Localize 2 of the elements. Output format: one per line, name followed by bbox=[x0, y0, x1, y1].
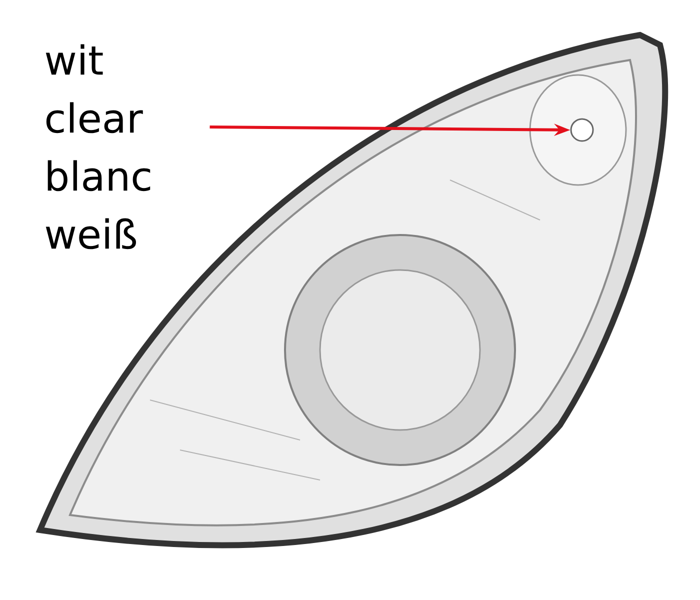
bulb bbox=[570, 118, 594, 142]
label-text: wit clear blanc weiß bbox=[46, 44, 150, 250]
